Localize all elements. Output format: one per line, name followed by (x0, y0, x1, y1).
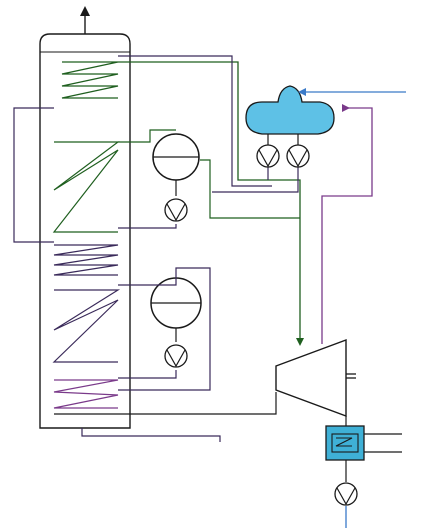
cooling-inlet-arrow (298, 88, 306, 96)
upper-separator-return (118, 224, 177, 229)
steam-branch-line (118, 55, 272, 187)
lower-separator-feed (118, 278, 177, 286)
feedwater-return-line (321, 107, 373, 344)
condenser (325, 425, 365, 461)
pump-icon (164, 198, 188, 222)
steam-drum-down-line (200, 159, 300, 219)
deaerator (245, 85, 335, 135)
up-arrow-icon (80, 6, 90, 34)
feedwater-return-arrow (342, 104, 350, 112)
pump-icon (256, 144, 280, 168)
economizer-coil (53, 379, 119, 409)
evaporator-coil (52, 289, 121, 363)
pump-icon (334, 482, 358, 506)
pump-icon (164, 344, 188, 368)
reheater-coil (53, 244, 119, 276)
superheater-coil-mid (52, 141, 120, 233)
lower-separator-return (118, 370, 177, 379)
lower-separator-steam (118, 267, 211, 391)
boiler-vessel (39, 33, 131, 429)
turbine-exhaust-to-boiler (54, 392, 277, 415)
turbine-inlet-arrow (296, 338, 304, 346)
main-steam-line (118, 61, 301, 344)
upper-separator (152, 133, 200, 181)
left-recirculation-line (13, 107, 54, 243)
turbine (275, 338, 356, 418)
superheater-coil-top (61, 61, 119, 99)
pump-icon (286, 144, 310, 168)
boiler-drain-line (81, 428, 221, 442)
steam-drum-steam-line (118, 129, 176, 143)
deaerator-pump-b-out (212, 166, 299, 193)
